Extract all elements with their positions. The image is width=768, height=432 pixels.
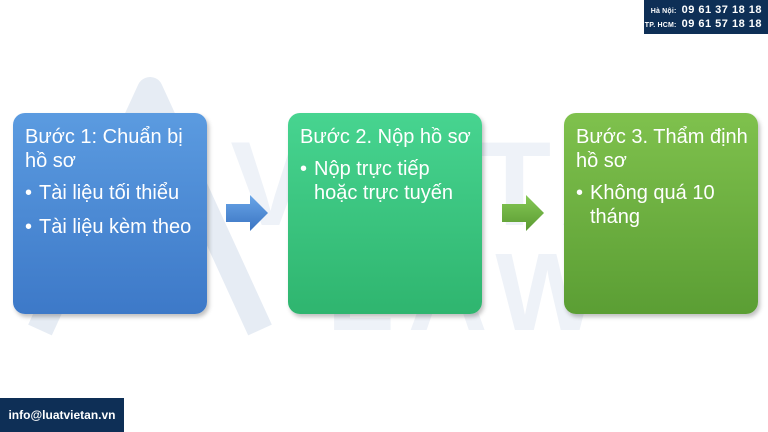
step-title: Bước 3. Thẩm định hồ sơ [576,126,748,172]
step-item: Không quá 10 tháng [576,181,748,229]
arrow-right-icon [226,195,268,231]
step-item: Tài liệu tối thiểu [25,181,197,205]
hotline-hcm: TP. HCM: 09 61 57 18 18 [644,18,762,32]
step-item: Nộp trực tiếp hoặc trực tuyến [300,157,472,205]
step-box-1: Bước 1: Chuẩn bị hồ sơ Tài liệu tối thiể… [13,113,207,314]
step-title: Bước 2. Nộp hồ sơ [300,126,471,148]
step-title: Bước 1: Chuẩn bị hồ sơ [25,126,183,172]
step-list: Tài liệu tối thiểu Tài liệu kèm theo [25,181,197,239]
step-list: Không quá 10 tháng [576,181,748,229]
step-box-2: Bước 2. Nộp hồ sơ Nộp trực tiếp hoặc trự… [288,113,482,314]
hotline-number[interactable]: 09 61 57 18 18 [681,18,762,30]
hotline-hanoi: Hà Nội: 09 61 37 18 18 [644,4,762,18]
arrow-right-icon [502,195,544,231]
step-box-3: Bước 3. Thẩm định hồ sơ Không quá 10 thá… [564,113,758,314]
hotline-number[interactable]: 09 61 37 18 18 [681,4,762,16]
hotline-label: Hà Nội: [650,8,677,15]
email-link[interactable]: info@luatvietan.vn [0,398,124,432]
step-item: Tài liệu kèm theo [25,215,197,239]
hotline-label: TP. HCM: [644,22,677,29]
step-list: Nộp trực tiếp hoặc trực tuyến [300,157,472,205]
hotline-box: Hà Nội: 09 61 37 18 18 TP. HCM: 09 61 57… [644,0,768,34]
